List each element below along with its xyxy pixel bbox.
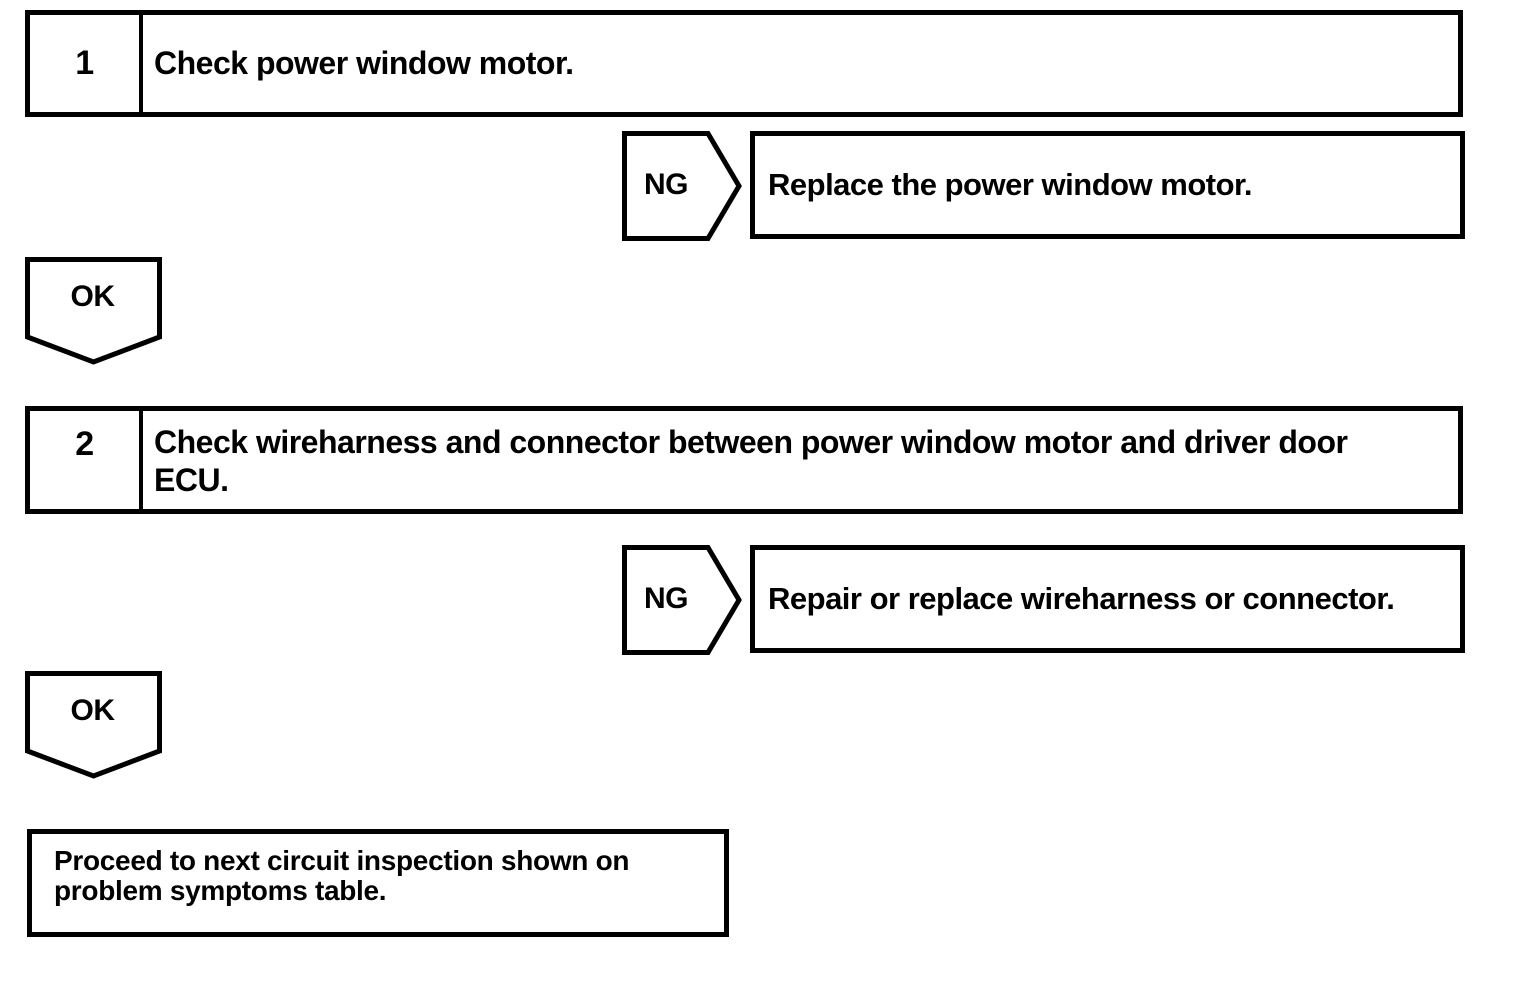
ok-connector-2: OK xyxy=(25,671,162,779)
ng-1-label: NG xyxy=(644,168,689,201)
ok-connector-1: OK xyxy=(25,257,162,365)
ng-2-label: NG xyxy=(644,582,689,615)
result-1-box: Replace the power window motor. xyxy=(750,131,1465,239)
step-2-box: 2 Check wireharness and connector betwee… xyxy=(25,406,1463,514)
ok-1-label: OK xyxy=(70,280,116,313)
result-1-text: Replace the power window motor. xyxy=(768,167,1253,202)
ng-pentagon-icon xyxy=(622,545,742,655)
step-1-box: 1 Check power window motor. xyxy=(25,10,1463,117)
result-2-box: Repair or replace wireharness or connect… xyxy=(750,545,1465,653)
step-2-text: Check wireharness and connector between … xyxy=(143,411,1458,509)
step-2-text-line-2: ECU. xyxy=(154,462,229,498)
ng-connector-2: NG xyxy=(622,545,742,655)
step-2-number: 2 xyxy=(30,411,143,509)
ok-pentagon-icon xyxy=(25,257,162,365)
ok-2-label: OK xyxy=(70,694,116,727)
ng-connector-1: NG xyxy=(622,131,742,241)
step-2-text-line-1: Check wireharness and connector between … xyxy=(154,424,1348,460)
step-1-number: 1 xyxy=(30,15,143,112)
result-2-text: Repair or replace wireharness or connect… xyxy=(768,581,1395,616)
final-instruction-box: Proceed to next circuit inspection shown… xyxy=(27,829,729,937)
ng-pentagon-icon xyxy=(622,131,742,241)
ok-pentagon-icon xyxy=(25,671,162,779)
final-text-line-2: problem symptoms table. xyxy=(54,875,387,906)
final-text-line-1: Proceed to next circuit inspection shown… xyxy=(54,845,630,876)
step-1-text: Check power window motor. xyxy=(154,45,574,81)
